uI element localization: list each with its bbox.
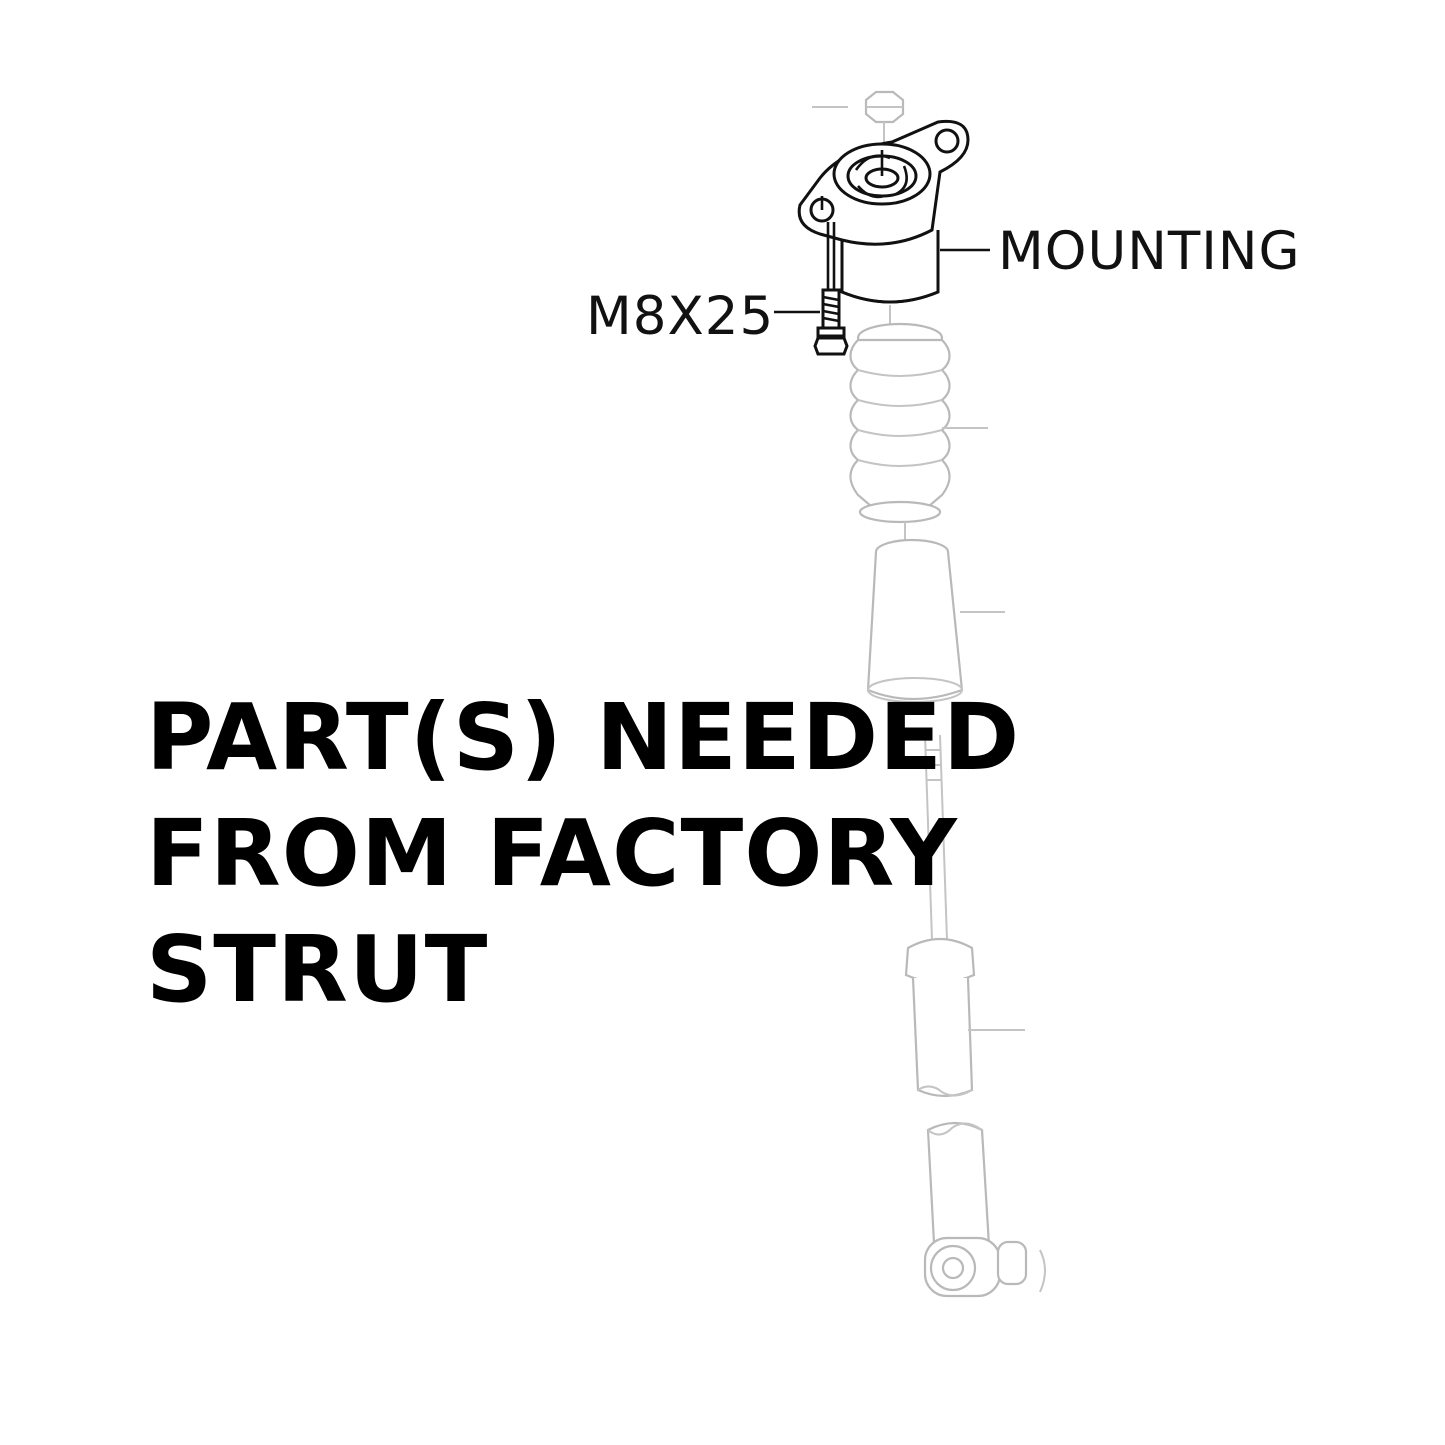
bolt-callout-label: M8X25 — [586, 286, 775, 347]
bump-stop-icon — [849, 305, 988, 524]
hex-bolt-icon — [774, 222, 849, 356]
headline-line-3: STRUT — [146, 916, 489, 1023]
mounting-callout-label: MOUNTING — [998, 221, 1301, 282]
headline-line-2: FROM FACTORY — [146, 800, 958, 907]
headline-line-1: PART(S) NEEDED — [146, 684, 1021, 791]
faded-assembly — [812, 90, 1046, 1298]
shock-absorber-icon — [904, 938, 1046, 1298]
piston-rod — [924, 734, 948, 941]
dust-boot-icon — [866, 522, 1005, 703]
highlighted-parts — [774, 119, 990, 356]
parts-needed-headline: PART(S) NEEDED FROM FACTORY STRUT — [146, 680, 1020, 1028]
strut-mount-icon — [797, 119, 990, 304]
lower-bushing — [923, 1236, 1046, 1298]
